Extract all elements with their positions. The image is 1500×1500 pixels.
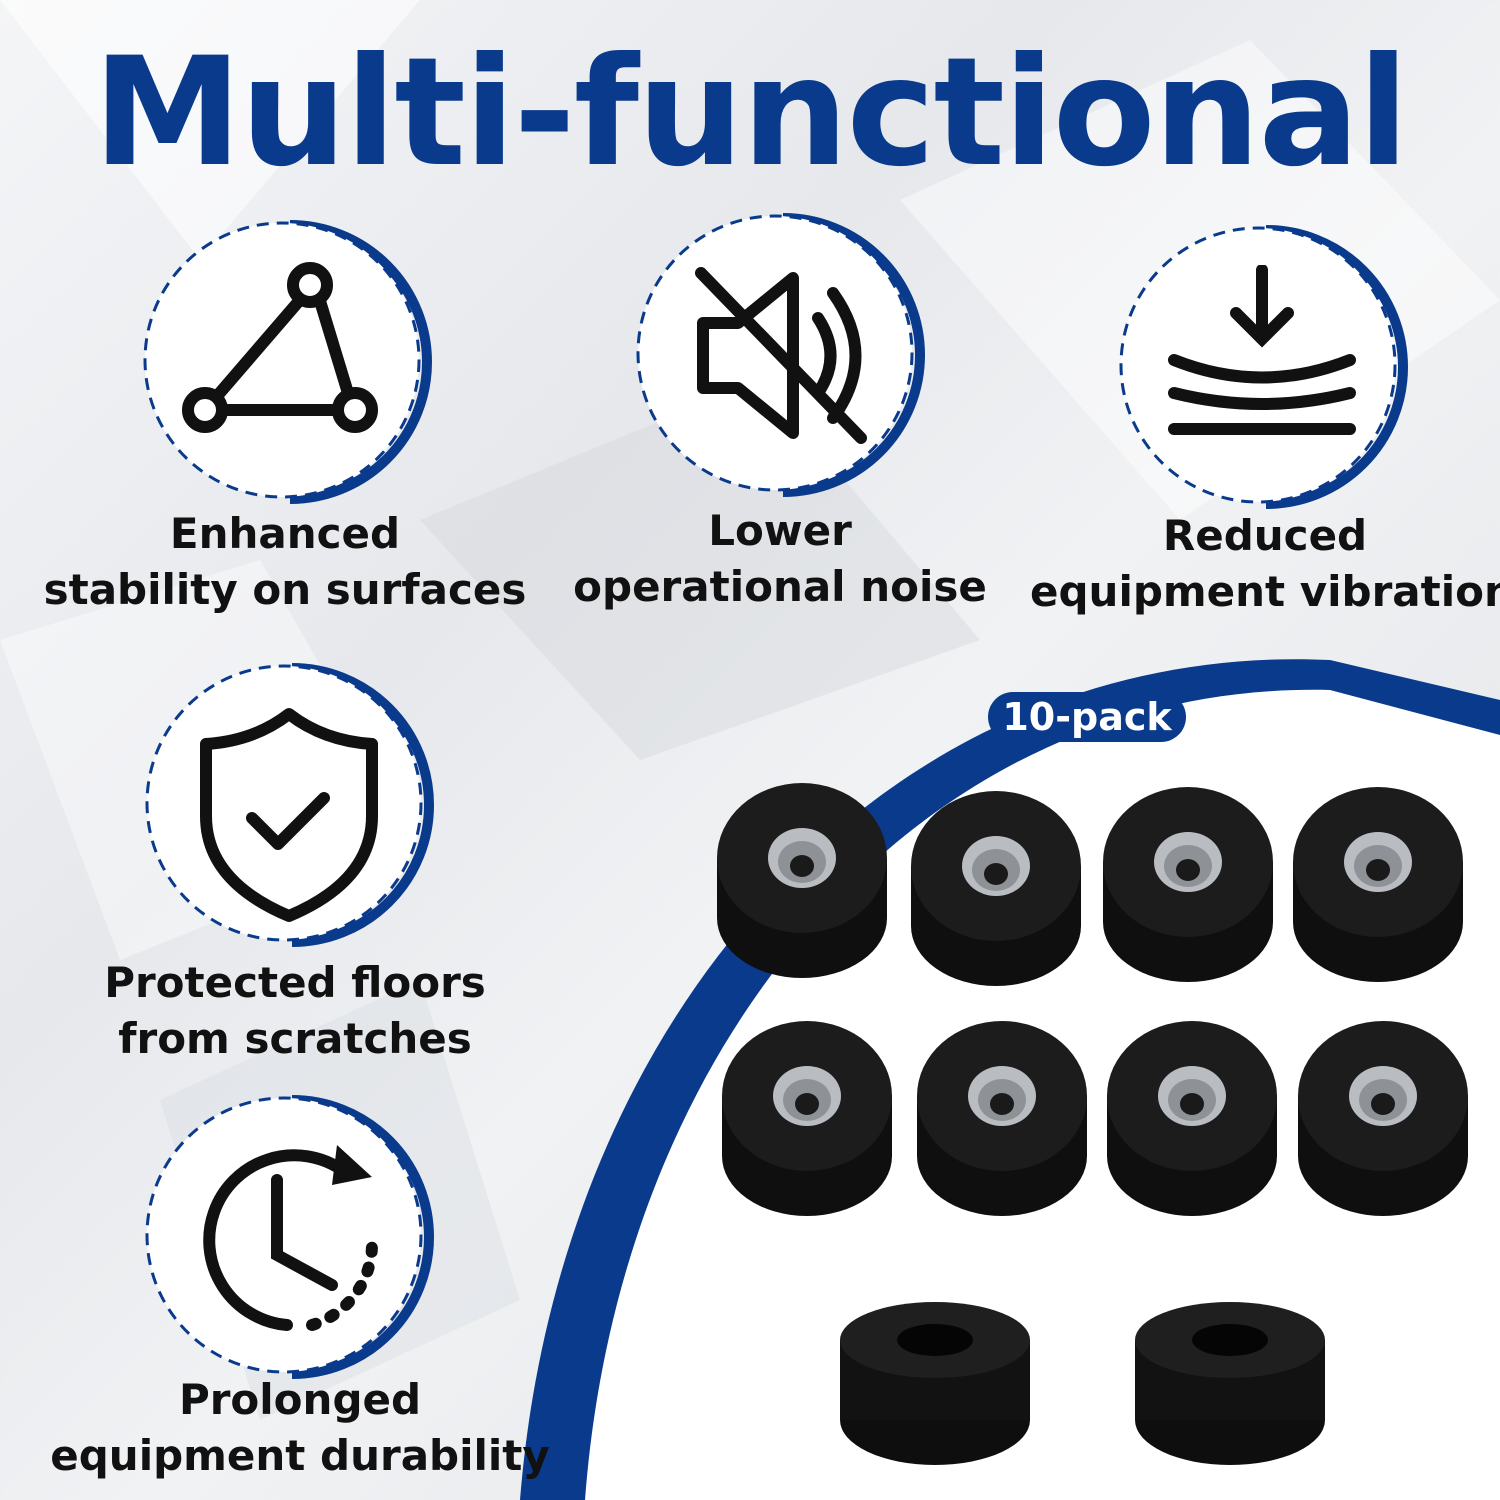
vibration-damping-icon <box>1168 265 1356 435</box>
rubber-foot <box>917 1021 1087 1216</box>
feature-label-noise: Lower operational noise <box>573 506 987 611</box>
feature-stability <box>140 215 440 505</box>
feature-floor-protection <box>142 658 442 948</box>
rubber-foot <box>1107 1021 1277 1216</box>
rubber-foot <box>840 1302 1030 1465</box>
speaker-muted-icon <box>695 267 867 444</box>
rubber-foot <box>722 1021 892 1216</box>
rubber-foot <box>1103 787 1273 982</box>
feature-durability <box>142 1090 442 1380</box>
pack-count-badge: 10-pack <box>988 692 1186 742</box>
rubber-foot <box>911 791 1081 986</box>
rubber-foot <box>1298 1021 1468 1216</box>
clock-refresh-icon <box>203 1145 378 1331</box>
feature-label-vibration: Reduced equipment vibration <box>1030 511 1500 616</box>
rubber-foot <box>1293 787 1463 982</box>
feature-noise <box>633 208 933 498</box>
feature-label-floor-protection: Protected floors from scratches <box>104 958 486 1063</box>
feature-label-stability: Enhanced stability on surfaces <box>43 509 527 614</box>
triangle-nodes-icon <box>182 262 378 433</box>
feature-vibration <box>1116 220 1416 510</box>
rubber-foot <box>717 783 887 978</box>
feature-label-durability: Prolonged equipment durability <box>50 1375 550 1480</box>
shield-check-icon <box>200 708 378 922</box>
rubber-foot <box>1135 1302 1325 1465</box>
page-title: Multi-functional <box>92 26 1409 200</box>
